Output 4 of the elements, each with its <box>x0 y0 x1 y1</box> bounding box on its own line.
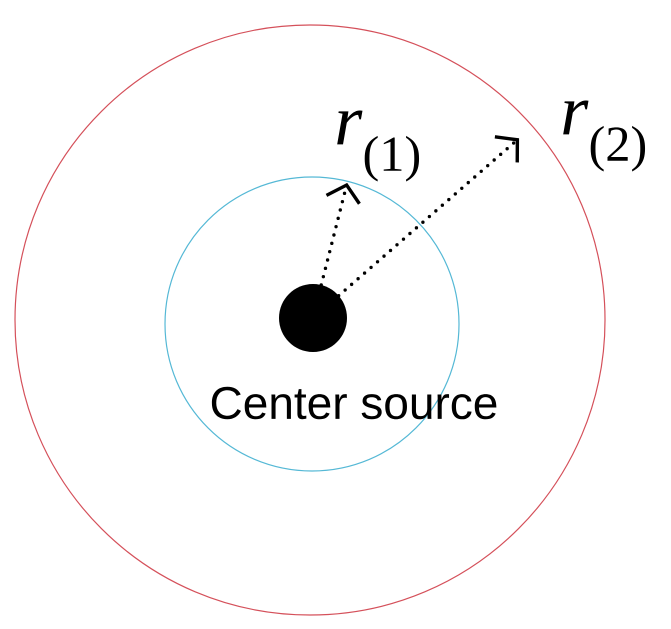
dotted-arrow <box>320 182 361 287</box>
dotted-arrow <box>336 135 520 298</box>
radius-label: r$_{(2)}$ <box>563 100 646 172</box>
radius-label: r$_{(1)}$ <box>337 110 420 182</box>
